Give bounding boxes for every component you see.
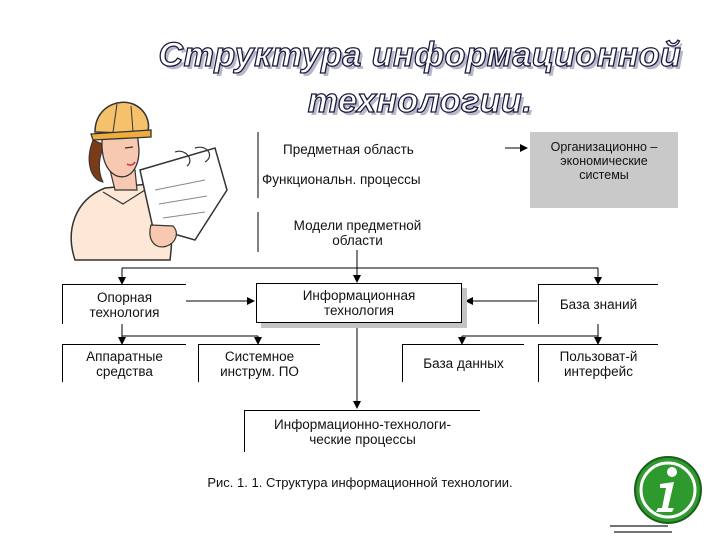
info-icon[interactable] (608, 452, 704, 536)
node-system-tools: Системное инструм. ПО (198, 344, 320, 382)
figure-caption: Рис. 1. 1. Структура информационной техн… (207, 475, 513, 490)
hard-hat (94, 101, 150, 135)
blueprint-rolls (139, 147, 228, 241)
node-user-interface: Пользоват-й интерфейс (538, 344, 658, 382)
title-line-2: технологии. (307, 81, 533, 120)
node-it-processes: Информационно-технологи- ческие процессы (244, 410, 480, 452)
node-functional-processes: Функциональн. процессы (262, 172, 421, 187)
node-base-technology: Опорная технология (62, 284, 186, 324)
node-org-econ-systems: Организационно – экономические системы (530, 132, 678, 208)
node-database: База данных (402, 344, 524, 382)
slide-title: Структура информационной технологии. (150, 32, 690, 124)
node-knowledge-base: База знаний (538, 284, 658, 324)
node-information-technology: Информационная технология (256, 283, 462, 323)
title-line-1: Структура информационной (158, 35, 682, 74)
node-subject-area: Предметная область (283, 142, 414, 157)
engineer-illustration (70, 101, 228, 261)
node-domain-models: Модели предметной области (293, 218, 422, 248)
node-hardware: Аппаратные средства (62, 344, 186, 382)
